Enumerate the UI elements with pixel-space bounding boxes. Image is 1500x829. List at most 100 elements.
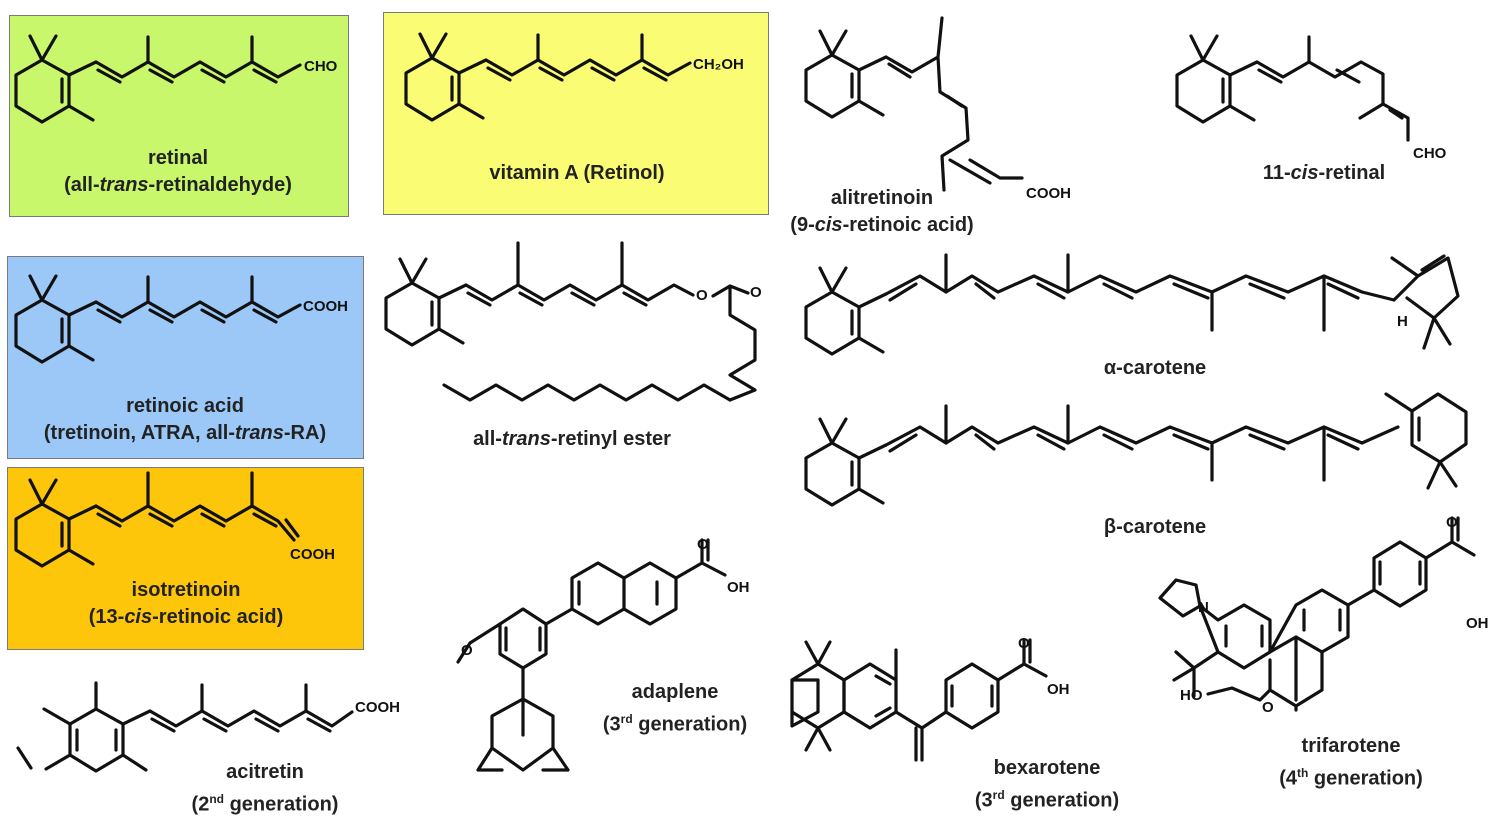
acitretin-label: acitretin (2nd generation) — [192, 759, 339, 819]
compound-name-line: all-trans-retinyl ester — [473, 426, 671, 453]
compound-name-text: (2 — [191, 793, 210, 816]
isotretinoin-structure: COOH — [14, 471, 335, 568]
compound-name-text: (13- — [88, 606, 125, 628]
compound-name-line: acitretin — [192, 759, 339, 786]
compound-name-text: cis — [814, 214, 843, 236]
retinal-highlight-box — [9, 15, 349, 217]
vitamin-a-label: vitamin A (Retinol) — [489, 160, 664, 187]
bexarotene-structure: O OH — [790, 635, 1070, 762]
retinoic-acid-label: retinoic acid (tretinoin, ATRA, all-trans… — [44, 393, 326, 447]
compound-name-text: generation) — [224, 793, 339, 816]
compound-name-text: 11- — [1262, 162, 1291, 184]
trifarotene-ho-group: HO — [1180, 687, 1203, 704]
beta-carotene-structure — [804, 392, 1468, 507]
compound-name-text: α-carotene — [1103, 357, 1207, 379]
alpha-carotene-label: α-carotene — [1104, 355, 1206, 382]
compound-name-text: β-carotene — [1103, 516, 1207, 538]
compound-name-line: β-carotene — [1104, 514, 1206, 541]
compound-name-line: (9-cis-retinoic acid) — [790, 212, 973, 239]
compound-name-text: (3 — [974, 789, 993, 812]
11-cis-retinal-label: 11-cis-retinal — [1263, 160, 1385, 187]
vitamin-a-ch2oh-group: CH₂OH — [693, 56, 744, 73]
alitretinoin-structure: COOH — [804, 16, 1071, 202]
compound-name-text: generation) — [632, 713, 748, 736]
compound-name-line: vitamin A (Retinol) — [489, 160, 664, 187]
compound-name-text: retinal — [147, 147, 209, 169]
compound-name-text: (tretinoin, ATRA, all- — [43, 422, 235, 444]
compound-name-text: retinoic acid — [126, 395, 244, 417]
compound-name-line: α-carotene — [1104, 355, 1206, 382]
compound-name-line: (3rd generation) — [975, 782, 1119, 815]
compound-name-line: (tretinoin, ATRA, all-trans-RA) — [44, 420, 326, 447]
compound-name-text: isotretinoin — [131, 579, 241, 601]
compound-name-text: trans — [501, 428, 551, 450]
adaplene-carbonyl-oxygen: O — [697, 536, 709, 553]
compound-name-text: vitamin A (Retinol) — [489, 162, 665, 184]
adaplene-methoxy-oxygen: O — [461, 642, 473, 659]
compound-name-text: acitretin — [226, 761, 304, 783]
vitamin-a-highlight-box — [383, 12, 769, 215]
retinoic-acid-cooh-group: COOH — [303, 298, 348, 315]
compound-name-text: nd — [209, 792, 225, 806]
vitamin-a-structure: CH₂OH — [404, 32, 744, 122]
compound-name-text: cis — [124, 606, 153, 628]
retinal-label: retinal (all-trans-retinaldehyde) — [64, 145, 292, 199]
compound-name-line: isotretinoin — [89, 577, 284, 604]
compound-name-text: (4 — [1279, 767, 1298, 790]
bexarotene-hydroxyl-group: OH — [1047, 681, 1070, 698]
compound-name-text: (9- — [790, 214, 815, 236]
11-cis-retinal-structure: CHO — [1175, 34, 1447, 162]
compound-name-line: retinoic acid — [44, 393, 326, 420]
retinyl-ester-ether-oxygen: O — [696, 287, 708, 304]
compound-name-line: bexarotene — [975, 755, 1119, 782]
compound-name-line: (13-cis-retinoic acid) — [89, 604, 284, 631]
isotretinoin-label: isotretinoin (13-cis-retinoic acid) — [89, 577, 284, 631]
retinal-cho-group: CHO — [304, 58, 338, 75]
compound-name-text: trifarotene — [1301, 735, 1401, 757]
compound-name-line: 11-cis-retinal — [1263, 160, 1385, 187]
compound-name-text: th — [1297, 766, 1309, 780]
compound-name-text: all- — [473, 428, 502, 450]
compound-name-text: rd — [620, 712, 633, 726]
retinyl-ester-carbonyl-oxygen: O — [750, 284, 762, 301]
retinoic-acid-highlight-box — [7, 256, 364, 459]
compound-name-text: (all- — [64, 174, 100, 196]
retinyl-ester-structure: O O — [384, 241, 762, 402]
compound-name-text: rd — [992, 788, 1005, 802]
trifarotene-nitrogen: N — [1198, 599, 1209, 616]
compound-name-line: (3rd generation) — [603, 706, 747, 739]
compound-name-line: (2nd generation) — [192, 786, 339, 819]
alitretinoin-label: alitretinoin (9-cis-retinoic acid) — [790, 185, 973, 239]
bexarotene-label: bexarotene(3rd generation) — [975, 755, 1119, 815]
compound-name-line: (all-trans-retinaldehyde) — [64, 172, 292, 199]
adaplene-hydroxyl-group: OH — [727, 579, 750, 596]
isotretinoin-highlight-box — [7, 467, 364, 650]
alpha-carotene-hydrogen: H — [1397, 313, 1408, 330]
compound-name-text: cis — [1290, 162, 1319, 184]
compound-name-line: retinal — [64, 145, 292, 172]
11-cis-retinal-cho-group: CHO — [1413, 145, 1447, 162]
compound-name-text: -RA) — [283, 422, 327, 444]
retinyl-ester-label: all-trans-retinyl ester — [473, 426, 671, 453]
compound-name-line: adaplene — [603, 679, 747, 706]
adaplene-label: adaplene(3rd generation) — [603, 679, 747, 739]
compound-name-text: generation) — [1308, 767, 1423, 790]
trifarotene-carbonyl-oxygen: O — [1446, 514, 1458, 531]
acitretin-cooh-group: COOH — [355, 699, 400, 716]
compound-name-text: -retinoic acid) — [842, 214, 974, 236]
retinal-structure: CHO — [14, 34, 338, 124]
adaplene-structure: O OH O — [456, 536, 750, 772]
trifarotene-label: trifarotene(4th generation) — [1279, 733, 1423, 793]
compound-name-text: (3 — [602, 713, 621, 736]
trifarotene-hydroxyl-group: OH — [1466, 615, 1489, 632]
alitretinoin-cooh-group: COOH — [1026, 185, 1071, 202]
compound-name-line: trifarotene — [1279, 733, 1423, 760]
trifarotene-structure: N O OH HO O — [1158, 514, 1489, 716]
compound-name-text: trans — [234, 422, 284, 444]
compound-name-text: trans — [99, 174, 149, 196]
trifarotene-ether-oxygen: O — [1262, 699, 1274, 716]
compound-name-line: (4th generation) — [1279, 760, 1423, 793]
compound-name-text: alitretinoin — [830, 187, 934, 209]
compound-name-text: -retinoic acid) — [152, 606, 284, 628]
